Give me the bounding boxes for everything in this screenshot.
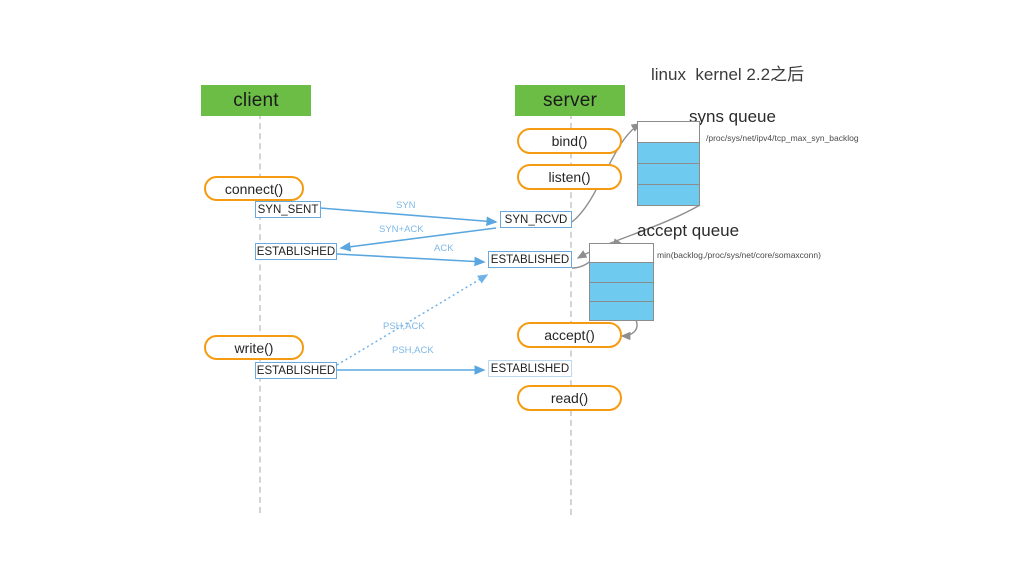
state-box-client-established-data-label: ESTABLISHED <box>256 364 336 377</box>
accept-queue <box>589 243 654 321</box>
syns-queue-cell-2 <box>638 164 699 185</box>
state-box-client-established-handshake: ESTABLISHED <box>255 243 337 260</box>
accept-queue-cell-0 <box>590 244 653 264</box>
syns-queue-title-text: syns queue <box>689 107 776 126</box>
state-box-client-established-handshake-label: ESTABLISHED <box>256 245 336 258</box>
call-box-bind-label: bind() <box>551 133 588 149</box>
state-box-server-syn-rcvd-label: SYN_RCVD <box>504 213 568 226</box>
lifeline-client <box>259 113 261 513</box>
accept-queue-caption-text: min(backlog,/proc/sys/net/core/somaxconn… <box>657 250 821 260</box>
accept-queue-cell-3 <box>590 301 653 320</box>
syns-queue-caption: /proc/sys/net/ipv4/tcp_max_syn_backlog <box>706 133 859 143</box>
message-label-syn: SYN <box>396 200 416 211</box>
call-box-connect-label: connect() <box>224 180 284 197</box>
lane-header-server: server <box>515 85 625 116</box>
state-box-server-established-data: ESTABLISHED <box>488 360 572 377</box>
syns-queue-caption-text: /proc/sys/net/ipv4/tcp_max_syn_backlog <box>706 133 859 143</box>
call-box-write[interactable]: write() <box>204 335 304 360</box>
message-label-psh-ack-dotted: PSH,ACK <box>383 321 425 332</box>
call-box-read-label: read() <box>550 390 589 406</box>
lifeline-server <box>570 113 572 515</box>
state-box-server-established-handshake-label: ESTABLISHED <box>490 253 570 266</box>
diagram-title: linux kernel 2.2之后 <box>651 65 805 84</box>
accept-queue-caption: min(backlog,/proc/sys/net/core/somaxconn… <box>657 250 821 260</box>
accept-queue-title: accept queue <box>637 221 739 241</box>
state-box-server-established-handshake: ESTABLISHED <box>488 251 572 268</box>
message-label-ack: ACK <box>434 243 454 254</box>
syns-queue <box>637 121 700 206</box>
state-box-server-syn-rcvd: SYN_RCVD <box>500 211 572 228</box>
call-box-write-label: write() <box>234 339 274 356</box>
accept-queue-cell-1 <box>590 263 653 283</box>
curve-accept-queue-to-accept-call <box>620 319 638 341</box>
call-box-listen-label: listen() <box>548 169 591 185</box>
message-label-psh-ack-solid: PSH,ACK <box>392 345 434 356</box>
accept-queue-cell-2 <box>590 282 653 302</box>
state-box-client-syn-sent-label: SYN_SENT <box>257 203 319 216</box>
lane-header-server-label: server <box>543 89 597 111</box>
message-label-syn-ack: SYN+ACK <box>379 224 424 235</box>
message-label-syn-text: SYN <box>396 200 416 211</box>
call-box-bind[interactable]: bind() <box>517 128 622 154</box>
call-box-connect[interactable]: connect() <box>204 176 304 201</box>
message-arrow-ack <box>336 253 486 267</box>
lane-header-client-label: client <box>233 89 279 111</box>
message-label-syn-ack-text: SYN+ACK <box>379 224 424 235</box>
call-box-read[interactable]: read() <box>517 385 622 411</box>
call-box-accept-label: accept() <box>544 327 595 343</box>
message-label-psh-ack-dotted-text: PSH,ACK <box>383 321 425 332</box>
message-label-psh-ack-solid-text: PSH,ACK <box>392 345 434 356</box>
syns-queue-title: syns queue <box>689 107 776 127</box>
state-box-client-syn-sent: SYN_SENT <box>255 201 321 218</box>
message-label-ack-text: ACK <box>434 243 454 254</box>
syns-queue-cell-1 <box>638 143 699 164</box>
syns-queue-cell-3 <box>638 185 699 205</box>
accept-queue-title-text: accept queue <box>637 221 740 240</box>
state-box-client-established-data: ESTABLISHED <box>255 362 337 379</box>
lane-header-client: client <box>201 85 311 116</box>
state-box-server-established-data-label: ESTABLISHED <box>490 362 570 375</box>
syns-queue-cell-0 <box>638 122 699 143</box>
call-box-accept[interactable]: accept() <box>517 322 622 348</box>
call-box-listen[interactable]: listen() <box>517 164 622 190</box>
